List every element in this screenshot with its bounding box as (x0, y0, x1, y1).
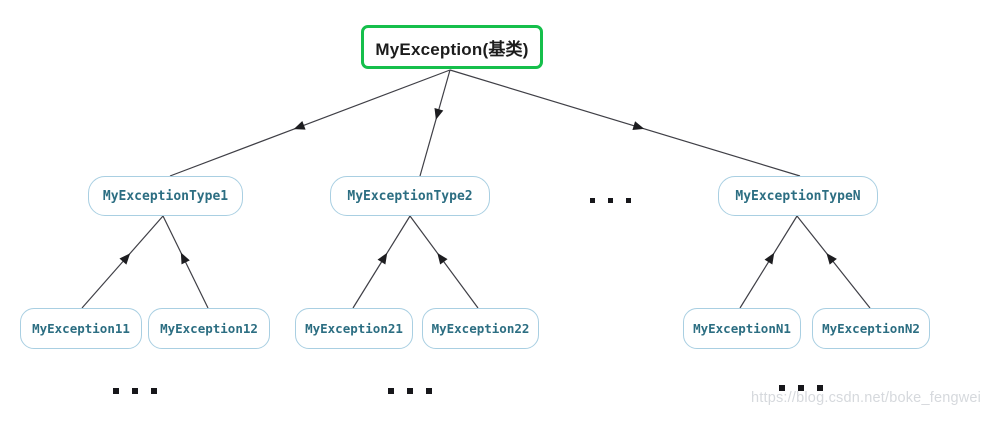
node-leaf-0-0-label: MyException11 (32, 321, 130, 336)
edge-branch-to-leaf-0 (81, 215, 164, 309)
node-branch-0-label: MyExceptionType1 (102, 188, 229, 204)
leaf-ellipsis-right (779, 385, 823, 391)
leaf-ellipsis-left (113, 388, 157, 394)
node-branch-1-label: MyExceptionType2 (347, 188, 473, 204)
node-leaf-2-1: MyExceptionN2 (812, 308, 930, 349)
node-leaf-1-1: MyException22 (422, 308, 539, 349)
node-leaf-0-1: MyException12 (148, 308, 270, 349)
node-leaf-2-0: MyExceptionN1 (683, 308, 801, 349)
ellipsis-dot (151, 388, 157, 394)
node-leaf-2-1-label: MyExceptionN2 (822, 321, 920, 336)
node-leaf-0-0: MyException11 (20, 308, 142, 349)
node-root-label: MyException(基类) (375, 39, 529, 59)
ellipsis-dot (608, 198, 613, 203)
leaf-ellipsis-middle (388, 388, 432, 394)
node-leaf-1-1-label: MyException22 (431, 321, 530, 336)
node-leaf-0-1-label: MyException12 (160, 321, 258, 336)
arrowhead-branch-to-leaf-5 (826, 253, 837, 265)
ellipsis-dot (798, 385, 804, 391)
arrowhead-root-to-branch-0 (293, 120, 306, 130)
node-leaf-2-0-label: MyExceptionN1 (693, 321, 791, 336)
arrowhead-branch-to-leaf-2 (377, 252, 388, 265)
ellipsis-dot (388, 388, 394, 394)
node-root-myexception: MyException(基类) (361, 25, 543, 69)
node-leaf-1-0-label: MyException21 (305, 321, 403, 336)
edge-root-to-branch-0 (169, 69, 451, 177)
node-branch-2: MyExceptionTypeN (718, 176, 878, 216)
arrowhead-root-to-branch-1 (434, 107, 444, 120)
ellipsis-dot (132, 388, 138, 394)
node-branch-0: MyExceptionType1 (88, 176, 243, 216)
ellipsis-dot (626, 198, 631, 203)
ellipsis-dot (779, 385, 785, 391)
arrowhead-root-to-branch-2 (632, 121, 645, 131)
ellipsis-dot (817, 385, 823, 391)
node-branch-1: MyExceptionType2 (330, 176, 490, 216)
node-leaf-1-0: MyException21 (295, 308, 413, 349)
arrowhead-branch-to-leaf-3 (437, 252, 448, 265)
arrowhead-branch-to-leaf-1 (180, 252, 190, 265)
edge-root-to-branch-2 (449, 69, 801, 177)
edge-branch-to-leaf-5 (796, 215, 871, 309)
ellipsis-dot (407, 388, 413, 394)
ellipsis-dot (426, 388, 432, 394)
edge-branch-to-leaf-3 (409, 215, 479, 309)
branch-row-ellipsis (590, 198, 631, 203)
edge-root-to-branch-1 (419, 69, 451, 177)
ellipsis-dot (113, 388, 119, 394)
arrowhead-branch-to-leaf-4 (764, 252, 775, 265)
watermark-url: https://blog.csdn.net/boke_fengwei (751, 390, 982, 406)
ellipsis-dot (590, 198, 595, 203)
arrowhead-branch-to-leaf-0 (119, 253, 131, 265)
node-branch-2-label: MyExceptionTypeN (735, 188, 861, 204)
